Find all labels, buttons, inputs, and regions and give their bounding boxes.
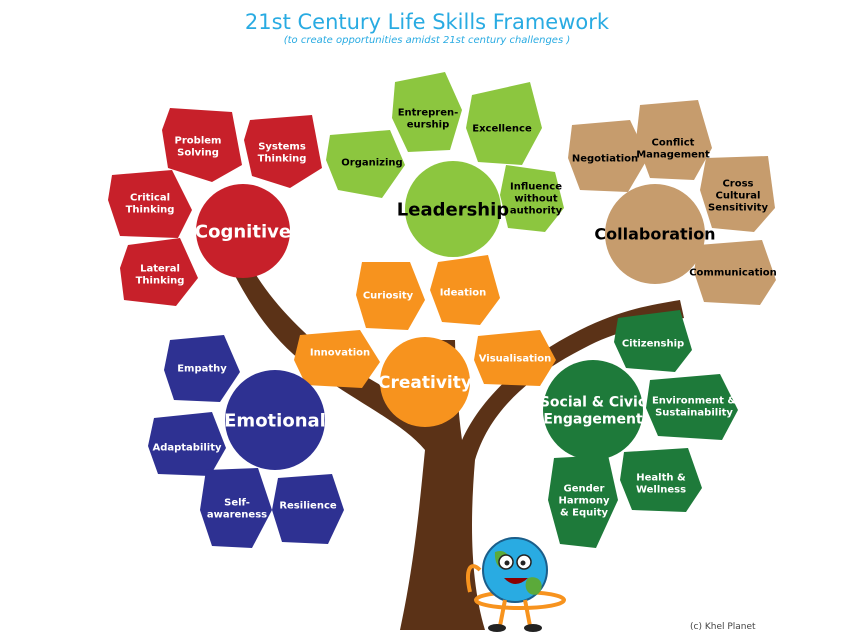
innovation-leaf (294, 330, 380, 388)
curiosity-leaf (356, 262, 425, 330)
creativity-leaf-label-1: Ideation (440, 288, 487, 299)
excellence-leaf (466, 82, 542, 165)
emotional-cluster (148, 335, 344, 548)
environment-leaf (646, 374, 738, 440)
cognitive-cluster (108, 108, 322, 306)
credit-text: (c) Khel Planet (690, 622, 756, 632)
critical-thinking-leaf (108, 170, 192, 238)
ideation-leaf (430, 255, 500, 325)
influence-leaf (500, 165, 564, 232)
adaptability-leaf (148, 412, 226, 476)
social-cluster (543, 310, 738, 548)
citizenship-leaf (614, 310, 692, 372)
lateral-thinking-leaf (120, 238, 198, 306)
creativity-leaf-label-3: Visualisation (479, 354, 552, 365)
diagram-title: 21st Century Life Skills Framework (244, 10, 610, 34)
leadership-leaf-label-2: Organizing (341, 158, 402, 169)
collaboration-cluster (568, 100, 776, 305)
emotional-leaf-label-3: Resilience (279, 501, 337, 512)
emotional-label: Emotional (224, 410, 326, 431)
collaboration-hub (605, 184, 705, 284)
entrepreneurship-leaf (392, 72, 462, 152)
leadership-cluster (326, 72, 564, 257)
emotional-leaf-label-2: Self-awareness (207, 498, 267, 521)
leadership-leaf-label-1: Excellence (472, 124, 532, 135)
creativity-cluster (294, 255, 556, 427)
cognitive-label: Cognitive (195, 221, 291, 242)
communication-leaf (694, 240, 776, 305)
creativity-label: Creativity (378, 373, 472, 393)
cognitive-hub (196, 184, 290, 278)
emotional-leaf-label-0: Empathy (177, 364, 227, 375)
collaboration-leaf-label-0: Negotiation (572, 154, 638, 165)
negotiation-leaf (568, 120, 648, 192)
self-awareness-leaf (200, 468, 272, 548)
problem-solving-leaf (162, 108, 242, 182)
visualisation-leaf (474, 330, 556, 386)
diagram-subtitle: (to create opportunities amidst 21st cen… (283, 35, 571, 46)
emotional-hub (225, 370, 325, 470)
collaboration-label: Collaboration (594, 225, 715, 244)
leadership-label: Leadership (397, 199, 509, 220)
resilience-leaf (272, 474, 344, 544)
social-leaf-label-0: Citizenship (622, 339, 684, 350)
creativity-leaf-label-0: Curiosity (363, 291, 414, 302)
systems-thinking-leaf (244, 115, 322, 188)
collaboration-leaf-label-3: Communication (689, 268, 777, 279)
emotional-leaf-label-1: Adaptability (152, 443, 222, 454)
social-hub (543, 360, 643, 460)
social-leaf-label-1: Environment &Sustainability (652, 396, 736, 419)
health-wellness-leaf (620, 448, 702, 512)
mascot-globe (466, 537, 566, 632)
conflict-management-leaf (636, 100, 712, 180)
leadership-hub (405, 161, 501, 257)
empathy-leaf (164, 335, 240, 402)
creativity-leaf-label-2: Innovation (310, 348, 370, 359)
tree-trunk (232, 268, 684, 630)
cross-cultural-leaf (700, 156, 775, 232)
social-leaf-label-2: Health &Wellness (636, 473, 686, 496)
creativity-hub (380, 337, 470, 427)
gender-harmony-leaf (548, 455, 618, 548)
leadership-leaf-label-0: Entrepren-eurship (398, 108, 459, 131)
organizing-leaf (326, 130, 405, 198)
